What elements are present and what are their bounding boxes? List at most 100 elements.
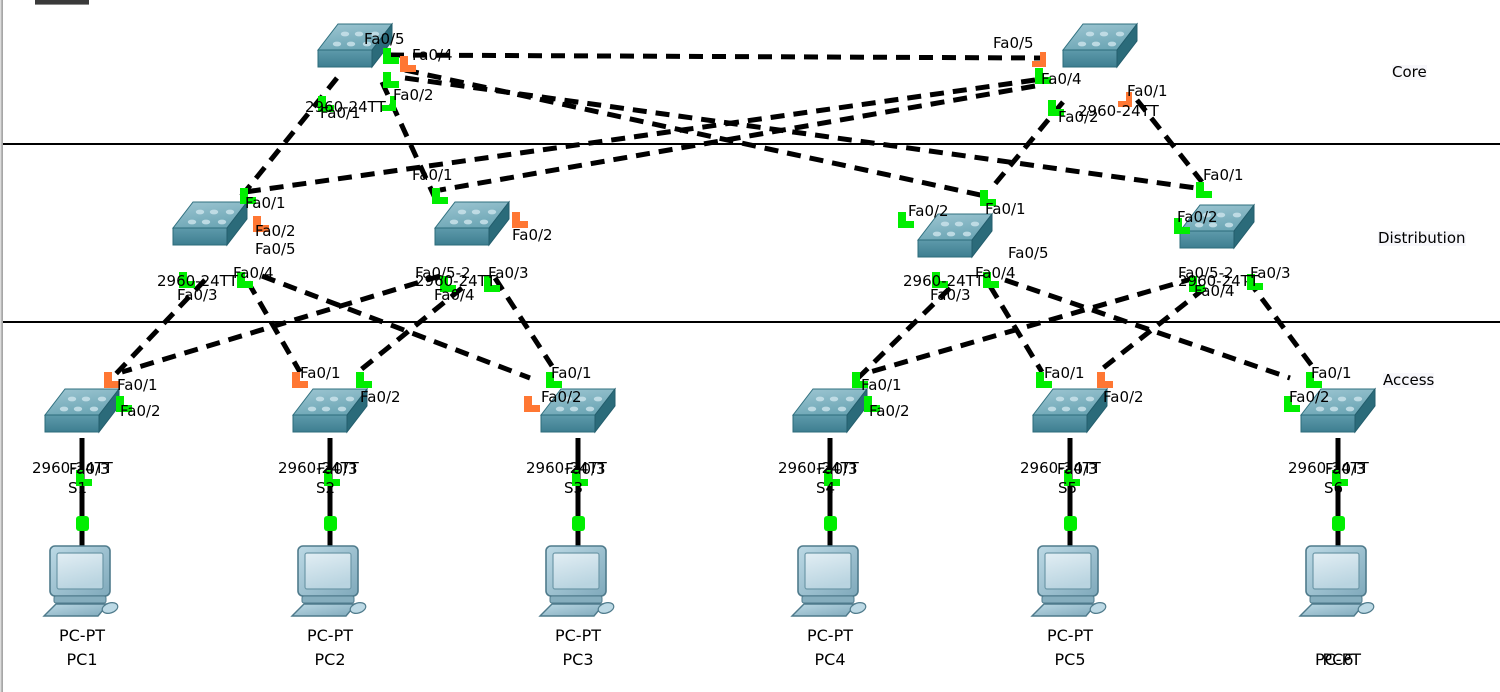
layer-label-distribution: Distribution: [1378, 229, 1466, 247]
device-name-S3: S3: [564, 479, 584, 497]
pc-keyboard: [290, 603, 358, 617]
link-status-led: [292, 372, 308, 388]
switch-front-face: [917, 239, 973, 258]
switch-port-dot: [593, 396, 603, 402]
link-status-led: [1097, 372, 1113, 388]
switch-port-dot: [1315, 406, 1325, 412]
device-name-PC5: PC5: [1054, 650, 1086, 669]
device-PC6[interactable]: [1298, 545, 1375, 617]
link-L-D4-S6[interactable]: [1245, 278, 1315, 368]
device-D3[interactable]: [916, 212, 994, 259]
link-status-led: [1247, 274, 1263, 290]
pc-stand: [301, 595, 355, 604]
device-S3[interactable]: [539, 387, 617, 434]
device-C2[interactable]: [1061, 22, 1139, 69]
device-PC3[interactable]: [538, 545, 615, 617]
port-label-p-d4-fa01: Fa0/1: [1203, 166, 1244, 184]
led-led-d4-fa01: [1196, 182, 1212, 198]
link-status-led: [104, 372, 120, 388]
link-status-led: [1064, 516, 1077, 531]
led-led-s3-fa02: [524, 396, 540, 412]
link-L-D4-S5[interactable]: [1096, 286, 1207, 374]
devices-group: [42, 22, 1377, 617]
switch-port-dot: [962, 231, 972, 237]
switch-side-face: [488, 200, 510, 247]
switch-port-dot: [821, 406, 831, 412]
link-L-C1-C2[interactable]: [389, 52, 1041, 61]
led-led-s5-fa01: [1036, 372, 1052, 388]
port-label-p-s4-fa02: Fa0/2: [869, 402, 910, 420]
switch-front-face: [1062, 49, 1118, 68]
link-L-C1-D3[interactable]: [404, 67, 986, 199]
device-C1[interactable]: [316, 22, 394, 69]
link-L-D2-S1[interactable]: [121, 273, 441, 375]
led-led-s4-fa02: [864, 396, 880, 412]
switch-port-dot: [463, 219, 473, 225]
switch-port-dot: [1055, 396, 1065, 402]
led-led-s3-fa01: [546, 372, 562, 388]
link-status-led: [572, 470, 588, 486]
port-label-p-d1-fa01: Fa0/1: [245, 194, 286, 212]
link-L-D3-S6[interactable]: [1004, 277, 1291, 381]
switch-side-face: [226, 200, 248, 247]
port-label-p-d2-fa01: Fa0/1: [412, 166, 453, 184]
device-model-PC1: PC-PT: [58, 626, 105, 645]
switch-port-dot: [569, 406, 579, 412]
port-label-p-d4-fa03: Fa0/3: [1250, 264, 1291, 282]
switch-side-face: [1116, 22, 1138, 69]
led-led-s6-fa01: [1306, 372, 1322, 388]
device-name-PC6: PC6: [1322, 650, 1354, 669]
link-status-led: [546, 372, 562, 388]
device-model-D4: 2960-24TT: [1178, 272, 1259, 290]
device-PC2[interactable]: [290, 545, 367, 617]
switch-port-dot: [1345, 406, 1355, 412]
led-led-c2-fa04: [1035, 68, 1051, 84]
device-S6[interactable]: [1299, 387, 1377, 434]
device-S2[interactable]: [291, 387, 369, 434]
device-S4[interactable]: [791, 387, 869, 434]
device-PC5[interactable]: [1030, 545, 1107, 617]
switch-port-dot: [457, 209, 467, 215]
link-L-D1-S3[interactable]: [261, 273, 531, 381]
link-status-led: [324, 470, 340, 486]
link-L-C1-D4[interactable]: [404, 75, 1197, 191]
led-led-d3-fa02: [898, 212, 914, 228]
switch-port-dot: [829, 396, 839, 402]
switch-side-face: [371, 22, 393, 69]
link-L-D4-S4[interactable]: [869, 275, 1196, 375]
switch-port-dot: [1069, 396, 1079, 402]
device-D1[interactable]: [171, 200, 249, 247]
workspace-left-border: [0, 0, 3, 692]
switch-front-face: [292, 414, 348, 433]
device-S1[interactable]: [43, 387, 121, 434]
device-D2[interactable]: [433, 200, 511, 247]
pc-mouse: [849, 602, 867, 614]
led-led-d3-fa04: [983, 272, 999, 288]
link-L-C2-D4[interactable]: [1135, 98, 1204, 184]
device-PC1[interactable]: [42, 545, 119, 617]
port-label-p-d2-fa02: Fa0/2: [512, 226, 553, 244]
switch-port-dot: [1216, 212, 1226, 218]
link-L-C2-D2[interactable]: [439, 83, 1036, 193]
pc-screen: [1044, 552, 1092, 590]
switch-port-dot: [1202, 212, 1212, 218]
link-L-C2-D1[interactable]: [244, 77, 1036, 195]
switch-front-face: [172, 227, 228, 246]
switch-port-dot: [1085, 396, 1095, 402]
link-L-D2-S3[interactable]: [492, 276, 555, 368]
port-label-p-c1-fa05: Fa0/5: [364, 30, 405, 48]
port-label-p-d2-fa05: Fa0/5-2: [415, 264, 471, 282]
device-PC4[interactable]: [790, 545, 867, 617]
switch-side-face: [1086, 387, 1108, 434]
switch-port-dot: [332, 41, 342, 47]
device-model-PC4: PC-PT: [806, 626, 853, 645]
pc-screen: [1312, 552, 1360, 590]
device-D4[interactable]: [1178, 203, 1256, 250]
link-L-C2-D3[interactable]: [988, 100, 1065, 192]
led-led-d1-fa04: [237, 272, 253, 288]
switch-port-dot: [807, 406, 817, 412]
port-label-p-c2-fa01: Fa0/1: [1127, 82, 1168, 100]
device-S5[interactable]: [1031, 387, 1109, 434]
led-led-d2-fa02: [512, 212, 528, 228]
